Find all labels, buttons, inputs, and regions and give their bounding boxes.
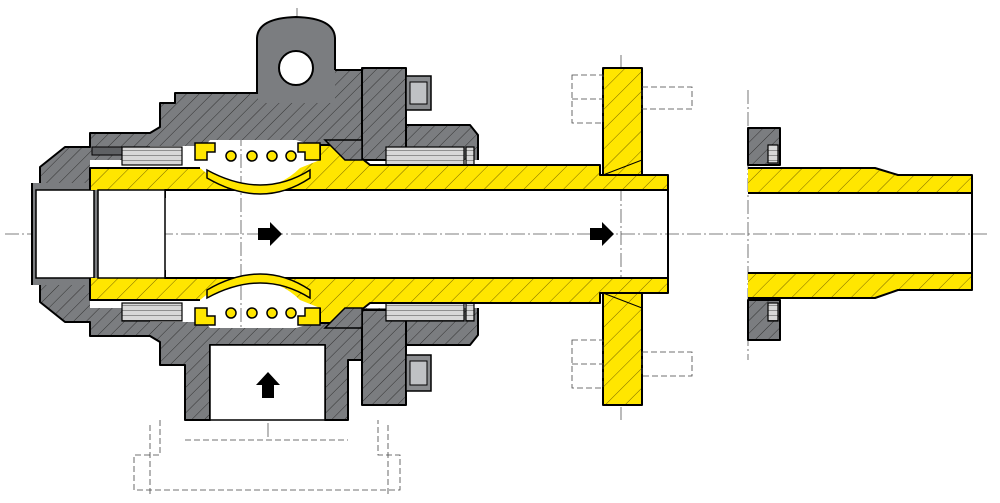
flange-lower — [603, 293, 642, 405]
flow-arrows — [256, 222, 614, 398]
flange-bolt-lower — [571, 339, 693, 389]
bearing-upper-right — [385, 146, 465, 166]
left-bore — [35, 189, 95, 279]
cover-lower — [362, 310, 406, 405]
rotor-bore-end — [97, 189, 166, 279]
flange-bolt-upper — [571, 74, 693, 124]
bearing-upper-left — [121, 146, 183, 166]
flow-arrow-up — [256, 372, 280, 398]
outlet-stub — [747, 90, 973, 360]
stub-pipe-upper — [748, 168, 972, 193]
stub-pipe-lower — [748, 273, 972, 298]
flange — [571, 67, 693, 406]
lifting-eye-hole — [278, 50, 314, 86]
bearing-lower-right — [385, 302, 465, 322]
mounting-foot-phantom — [133, 420, 401, 495]
flow-arrow-right-1 — [258, 222, 282, 246]
flange-upper — [603, 68, 642, 175]
rotor — [89, 139, 669, 329]
flow-arrow-right-2 — [590, 222, 614, 246]
seal-cage-upper — [194, 142, 216, 161]
bearing-lower-left — [121, 302, 183, 322]
cover-upper — [362, 68, 406, 160]
seal-cage-lower — [194, 307, 216, 326]
rotor-wall-upper — [90, 145, 668, 198]
rotor-wall-lower — [90, 270, 668, 323]
bearings — [121, 146, 475, 322]
